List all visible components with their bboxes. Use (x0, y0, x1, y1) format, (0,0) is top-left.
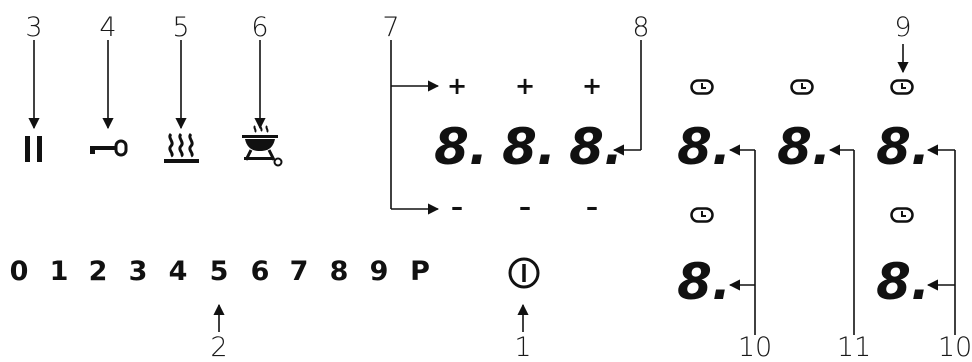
power-level-3[interactable]: 3 (128, 256, 148, 287)
zone-display-3-bottom: 8. (876, 253, 930, 311)
key-lock-icon[interactable] (88, 138, 130, 160)
power-level-6[interactable]: 6 (250, 256, 270, 287)
zone-display-3-top: 8. (876, 118, 930, 176)
timer-icon (690, 79, 714, 95)
zone-display-1-top: 8. (677, 118, 731, 176)
plus-button-3[interactable]: + (581, 72, 603, 100)
keep-warm-icon[interactable] (163, 132, 201, 164)
main-display-digit-1: 8. (434, 118, 488, 176)
power-level-7[interactable]: 7 (289, 256, 309, 287)
callout-2: 2 (210, 332, 228, 362)
power-level-8[interactable]: 8 (329, 256, 349, 287)
plus-button-2[interactable]: + (514, 72, 536, 100)
main-display-digit-2: 8. (502, 118, 556, 176)
minus-button-1[interactable]: – (451, 193, 463, 221)
power-level-5[interactable]: 5 (209, 256, 229, 287)
timer-icon (890, 207, 914, 223)
callout-9: 9 (894, 12, 912, 43)
callout-8: 8 (632, 12, 650, 43)
power-level-9[interactable]: 9 (369, 256, 389, 287)
callout-7: 7 (382, 12, 400, 43)
callout-10-right: 10 (937, 332, 972, 362)
callout-6: 6 (251, 12, 269, 43)
power-level-p[interactable]: P (410, 256, 430, 287)
timer-icon (790, 79, 814, 95)
timer-icon (890, 79, 914, 95)
callout-5: 5 (172, 12, 190, 43)
power-level-2[interactable]: 2 (88, 256, 108, 287)
bbq-grill-icon[interactable] (238, 124, 286, 168)
timer-icon (690, 207, 714, 223)
main-display-digit-3: 8. (569, 118, 623, 176)
power-button-icon[interactable] (507, 256, 541, 290)
callout-10-left: 10 (737, 332, 773, 362)
minus-button-3[interactable]: – (586, 193, 598, 221)
zone-display-2: 8. (777, 118, 831, 176)
callout-1: 1 (514, 332, 532, 362)
zone-display-1-bottom: 8. (677, 253, 731, 311)
plus-button-1[interactable]: + (446, 72, 468, 100)
power-level-1[interactable]: 1 (49, 256, 69, 287)
callout-3: 3 (25, 12, 43, 43)
callout-4: 4 (99, 12, 117, 43)
pause-icon[interactable] (22, 134, 46, 164)
power-level-4[interactable]: 4 (168, 256, 188, 287)
callout-11: 11 (836, 332, 872, 362)
minus-button-2[interactable]: – (519, 193, 531, 221)
power-level-0[interactable]: 0 (9, 256, 29, 287)
